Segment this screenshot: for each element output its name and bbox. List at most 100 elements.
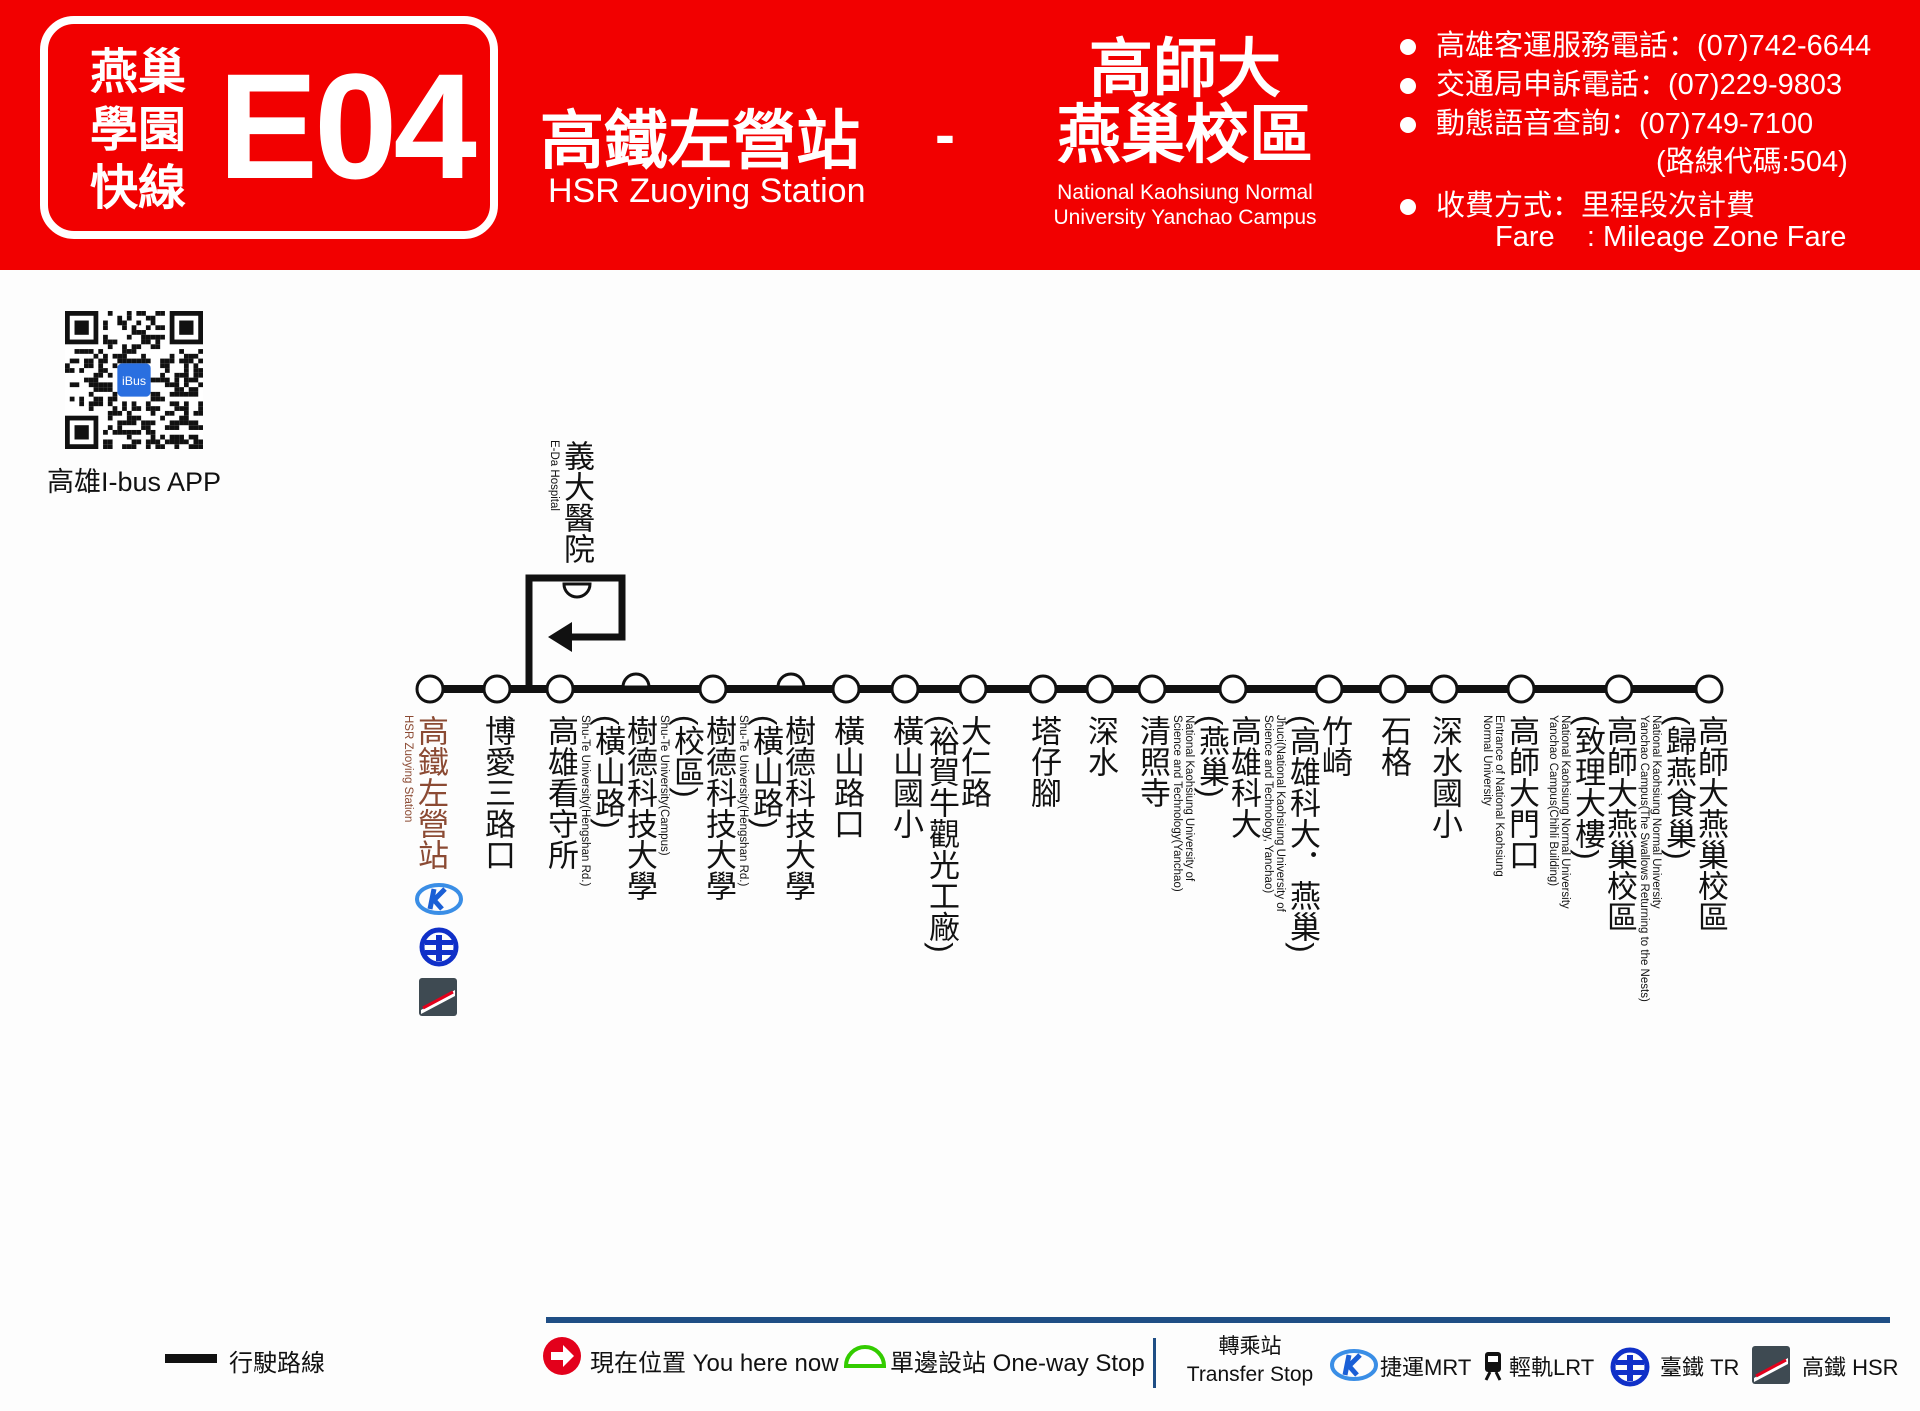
- info-voice-query: 動態語音查詢：(07)749-7100: [1400, 100, 1813, 142]
- stop-marker[interactable]: [958, 674, 988, 704]
- stop-label[interactable]: 橫山路口: [829, 715, 864, 839]
- one-way-stop-icon: [843, 1345, 887, 1368]
- stop-name-en-2: Yanchao Campus(The Swallows Returning to…: [1638, 715, 1650, 1002]
- stop-name-zh: 義大醫院: [559, 440, 594, 564]
- stop-name-en: National Kaohsiung University of: [1183, 715, 1195, 882]
- legend-separator: [1153, 1338, 1156, 1388]
- stop-name-zh: 高雄科大: [1226, 715, 1261, 839]
- legend-hsr: 高鐵 HSR: [1802, 1355, 1899, 1380]
- stop-name-zh: 高師大門口: [1504, 715, 1539, 870]
- stop-marker[interactable]: [415, 674, 445, 704]
- stop-name-zh: 高師大燕巢校區: [1602, 715, 1637, 932]
- stop-label[interactable]: 博愛三路口: [480, 715, 515, 870]
- stop-marker[interactable]: [621, 672, 651, 689]
- destination-en-line1: National Kaohsiung Normal: [1057, 181, 1313, 204]
- stop-label[interactable]: 高師大燕巢校區(致理大樓)National Kaohsiung Normal U…: [1547, 715, 1637, 932]
- legend-one-way: 單邊設站 One-way Stop: [890, 1350, 1145, 1377]
- ibus-badge: iBus: [122, 374, 146, 388]
- stop-marker[interactable]: [698, 674, 728, 704]
- stop-name-en: Shu-Te University(Campus): [658, 715, 670, 856]
- stop-name-en-2: Science and Technology, Yanchao): [1262, 715, 1274, 894]
- stop-name-en: Shu-Te University(Hengshan Rd.): [579, 715, 591, 887]
- stop-marker[interactable]: [1604, 674, 1634, 704]
- stop-label[interactable]: 高師大燕巢校區(歸燕食巢)National Kaohsiung Normal U…: [1638, 715, 1728, 1002]
- mrt-icon: [415, 883, 463, 915]
- stop-label[interactable]: 橫山國小: [888, 715, 923, 839]
- info-complaint-phone: 交通局申訴電話：(07)229-9803: [1400, 61, 1842, 103]
- destination-zh-line2: 燕巢校區: [1057, 99, 1313, 171]
- stop-name-zh: 高鐵左營站: [413, 715, 448, 870]
- stop-marker[interactable]: [1506, 674, 1536, 704]
- stop-name-zh: 樹德科技大學: [780, 715, 815, 901]
- header-banner: 燕巢學園快線 E04 高鐵左營站 HSR Zuoying Station - 高…: [0, 0, 1920, 270]
- stop-name-zh-sub: (橫山路): [748, 715, 783, 829]
- tr-icon: [1610, 1347, 1650, 1387]
- stop-marker[interactable]: [776, 672, 806, 689]
- stop-marker[interactable]: [1378, 674, 1408, 704]
- stop-name-zh-sub: (校區): [669, 715, 704, 798]
- stop-name-zh: 塔仔腳: [1026, 715, 1061, 808]
- stop-marker[interactable]: [1694, 674, 1724, 704]
- legend-divider: [546, 1317, 1890, 1323]
- stop-label[interactable]: 石格: [1376, 715, 1411, 777]
- stop-marker[interactable]: [890, 674, 920, 704]
- stop-name-en: Entrance of National Kaohsiung: [1493, 715, 1505, 877]
- stop-marker[interactable]: [1218, 674, 1248, 704]
- info-text: 交通局申訴電話：(07)229-9803: [1436, 69, 1843, 101]
- stop-name-zh: 大仁路: [956, 715, 991, 808]
- lrt-icon: [1484, 1352, 1502, 1381]
- stop-label[interactable]: 塔仔腳: [1026, 715, 1061, 808]
- stop-marker[interactable]: [1137, 674, 1167, 704]
- route-logo-box: 燕巢學園快線 E04: [40, 16, 498, 239]
- stop-label[interactable]: 樹德科技大學(橫山路)Shu-Te University(Hengshan Rd…: [579, 715, 657, 901]
- stop-marker[interactable]: [1429, 674, 1459, 704]
- stop-name-zh: 竹崎: [1317, 715, 1352, 777]
- bullet-icon: [1400, 78, 1416, 95]
- legend-lrt: 輕軌LRT: [1509, 1355, 1595, 1380]
- stop-marker[interactable]: [1085, 674, 1115, 704]
- stop-label[interactable]: 竹崎(高雄科大．燕巢)Jhuci(National Kaohsiung Univ…: [1262, 715, 1352, 953]
- route-line-legend-icon: [165, 1354, 217, 1363]
- stop-name-zh: 清照寺: [1135, 715, 1170, 808]
- stop-label[interactable]: 高雄看守所: [543, 715, 578, 870]
- stop-name-zh-sub: (燕巢): [1194, 715, 1229, 798]
- stop-name-zh-sub: (高雄科大．燕巢): [1285, 715, 1320, 953]
- route-diagram: [415, 574, 1724, 704]
- stop-name-en: Shu-Te University(Hengshan Rd.): [737, 715, 749, 887]
- stop-label[interactable]: 樹德科技大學(橫山路)Shu-Te University(Hengshan Rd…: [737, 715, 815, 901]
- stop-marker[interactable]: [545, 674, 575, 704]
- stop-label[interactable]: 高雄科大(燕巢)National Kaohsiung University of…: [1171, 715, 1261, 892]
- stop-label[interactable]: 大仁路(裕賀牛觀光工廠): [924, 715, 991, 953]
- stop-marker[interactable]: [482, 674, 512, 704]
- tr-icon: [419, 927, 459, 967]
- stop-marker[interactable]: [1314, 674, 1344, 704]
- stop-label[interactable]: 樹德科技大學(校區)Shu-Te University(Campus): [658, 715, 736, 901]
- stop-marker[interactable]: [831, 674, 861, 704]
- stop-name-en: Jhuci(National Kaohsiung University of: [1274, 715, 1286, 912]
- legend-tr: 臺鐵 TR: [1660, 1355, 1740, 1380]
- stop-name-zh: 石格: [1376, 715, 1411, 777]
- stop-name-zh: 深水國小: [1427, 715, 1462, 839]
- stop-label[interactable]: 清照寺: [1135, 715, 1170, 808]
- stop-name-zh: 樹德科技大學: [701, 715, 736, 901]
- stop-name-zh: 橫山路口: [829, 715, 864, 839]
- origin-zh: 高鐵左營站: [540, 105, 860, 177]
- stop-name-zh: 深水: [1083, 715, 1118, 777]
- stop-label[interactable]: 深水: [1083, 715, 1118, 777]
- destination-zh: 高師大燕巢校區: [1040, 36, 1330, 168]
- stop-label[interactable]: 深水國小: [1427, 715, 1462, 839]
- qr-label: 高雄I-bus APP: [47, 467, 222, 497]
- stop-name-en: HSR Zuoying Station: [402, 715, 414, 823]
- mrt-icon: [1330, 1349, 1378, 1381]
- qr-code[interactable]: iBus: [65, 311, 203, 449]
- stop-marker[interactable]: [1028, 674, 1058, 704]
- you-here-icon: [543, 1337, 581, 1375]
- legend-mrt: 捷運MRT: [1380, 1355, 1472, 1380]
- branch-stop-marker[interactable]: [562, 582, 592, 599]
- destination-zh-line1: 高師大: [1089, 33, 1281, 105]
